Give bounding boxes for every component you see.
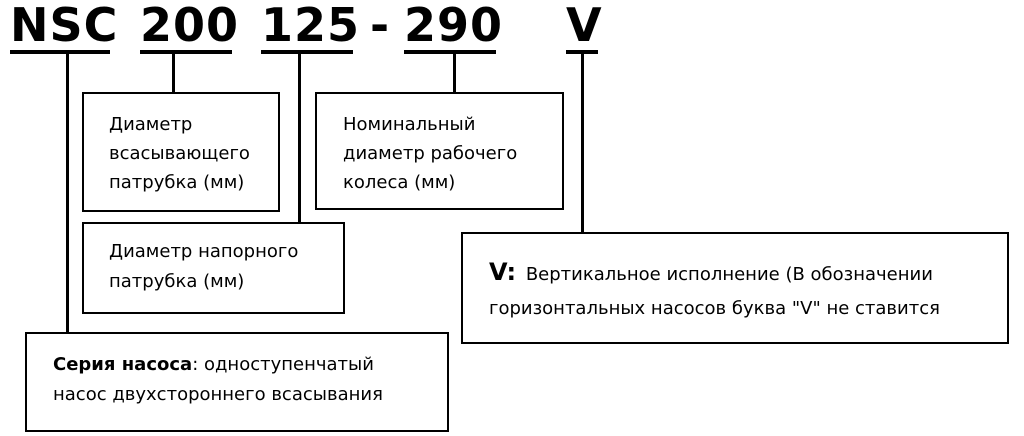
code-suction-diameter: 200 — [140, 0, 240, 54]
code-series: NSC — [10, 0, 119, 54]
impeller-diameter-box: Номинальный диаметр рабочего колеса (мм) — [315, 92, 564, 210]
discharge-box-line-2: патрубка (мм) — [109, 271, 245, 292]
code-dash: - — [370, 0, 391, 52]
code-vertical: V — [566, 0, 603, 54]
connector-suction — [172, 52, 175, 94]
series-box-line-1: Серия насоса: одноступенчатый — [53, 350, 374, 379]
vertical-box-line-2: горизонтальных насосов буква "V" не став… — [489, 298, 940, 319]
suction-diameter-box: Диаметр всасывающего патрубка (мм) — [82, 92, 280, 212]
code-impeller-diameter: 290 — [404, 0, 504, 54]
series-description-1: : одноступенчатый — [192, 354, 374, 375]
vertical-box-line-1: V: Вертикальное исполнение (В обозначени… — [489, 258, 933, 289]
suction-box-line-3: патрубка (мм) — [109, 172, 245, 193]
series-title: Серия насоса — [53, 354, 193, 375]
impeller-box-line-3: колеса (мм) — [343, 172, 456, 193]
vertical-execution-box: V: Вертикальное исполнение (В обозначени… — [461, 232, 1009, 344]
vertical-description-1: Вертикальное исполнение (В обозначении — [525, 264, 933, 285]
impeller-box-line-2: диаметр рабочего — [343, 143, 518, 164]
connector-vertical — [581, 52, 584, 234]
vertical-label: V: — [489, 258, 517, 286]
connector-discharge — [298, 52, 301, 224]
code-discharge-diameter: 125 — [261, 0, 361, 54]
impeller-box-line-1: Номинальный — [343, 114, 476, 135]
connector-series — [66, 52, 69, 334]
series-box-line-2: насос двухстороннего всасывания — [53, 384, 383, 405]
suction-box-line-2: всасывающего — [109, 143, 250, 164]
suction-box-line-1: Диаметр — [109, 114, 193, 135]
pump-series-box: Серия насоса: одноступенчатый насос двух… — [25, 332, 449, 432]
connector-impeller — [453, 52, 456, 94]
discharge-diameter-box: Диаметр напорного патрубка (мм) — [82, 222, 345, 314]
discharge-box-line-1: Диаметр напорного — [109, 241, 299, 262]
